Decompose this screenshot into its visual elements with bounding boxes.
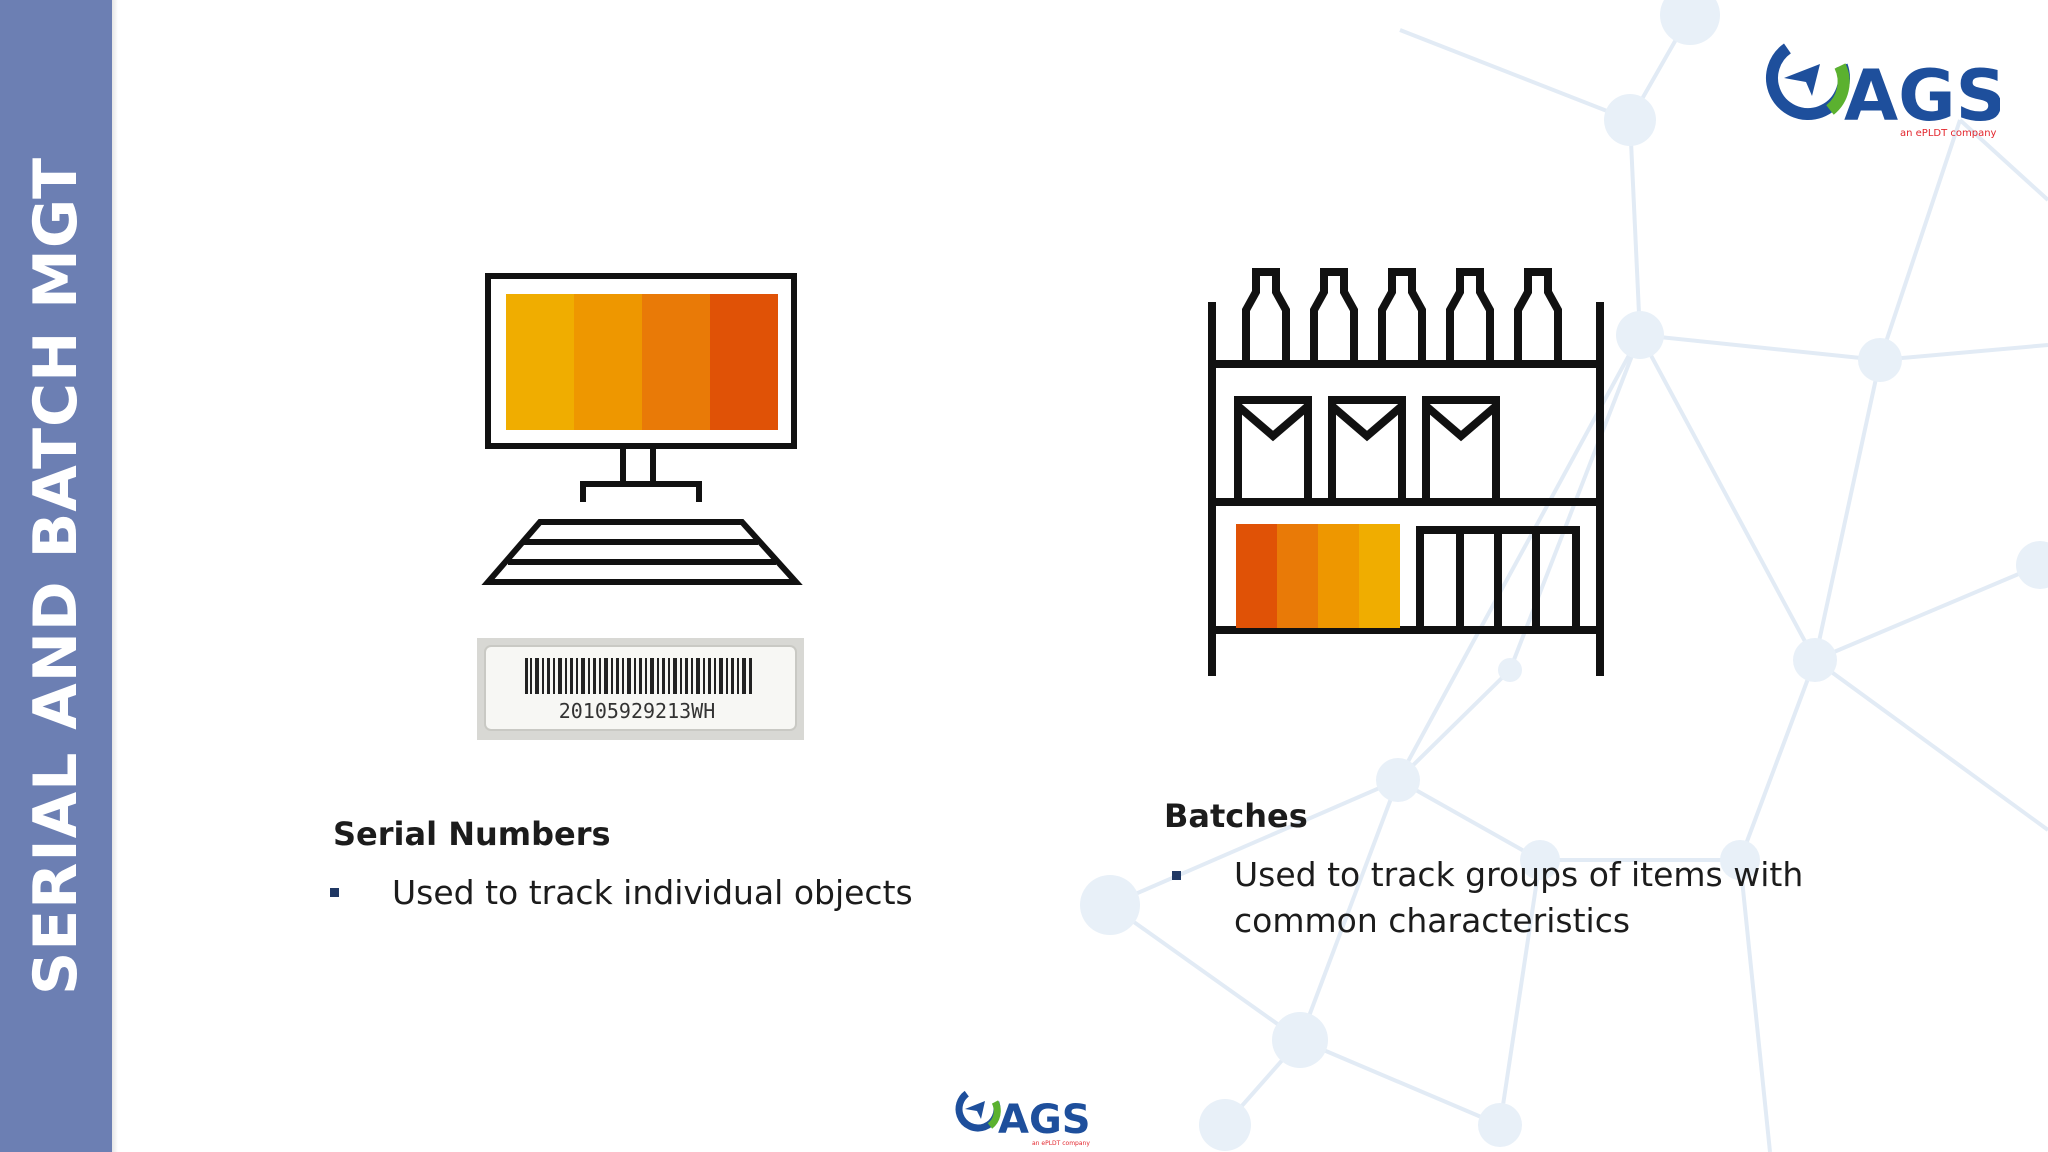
- batches-bullet-icon: [1172, 871, 1181, 880]
- computer-monitor-icon: [481, 273, 803, 585]
- ags-logo: AGS an ePLDT company: [1766, 36, 2000, 139]
- batches-heading: Batches: [1164, 797, 1308, 835]
- footer-logo-tagline-text: an ePLDT company: [1032, 1140, 1090, 1147]
- batches-bullet-line-2: common characteristics: [1234, 901, 1631, 940]
- slide-title: SERIAL AND BATCH MGT: [21, 156, 91, 996]
- footer-logo-brand-text: AGS: [998, 1097, 1091, 1143]
- barcode-number: 20105929213WH: [559, 699, 716, 723]
- serial-numbers-heading: Serial Numbers: [333, 815, 611, 853]
- ags-logo-footer: AGS an ePLDT company: [955, 1086, 1091, 1147]
- sidebar: [0, 0, 112, 1152]
- logo-tagline-text: an ePLDT company: [1900, 128, 1997, 139]
- serial-bullet-text: Used to track individual objects: [392, 873, 913, 912]
- shelf-with-bottles-icon: [1208, 268, 1604, 676]
- logo-brand-text: AGS: [1844, 55, 2000, 137]
- barcode-label: 20105929213WH: [477, 638, 804, 740]
- serial-bullet-icon: [330, 888, 339, 897]
- sidebar-shadow: [112, 0, 118, 1152]
- batches-bullet-line-1: Used to track groups of items with: [1234, 855, 1804, 894]
